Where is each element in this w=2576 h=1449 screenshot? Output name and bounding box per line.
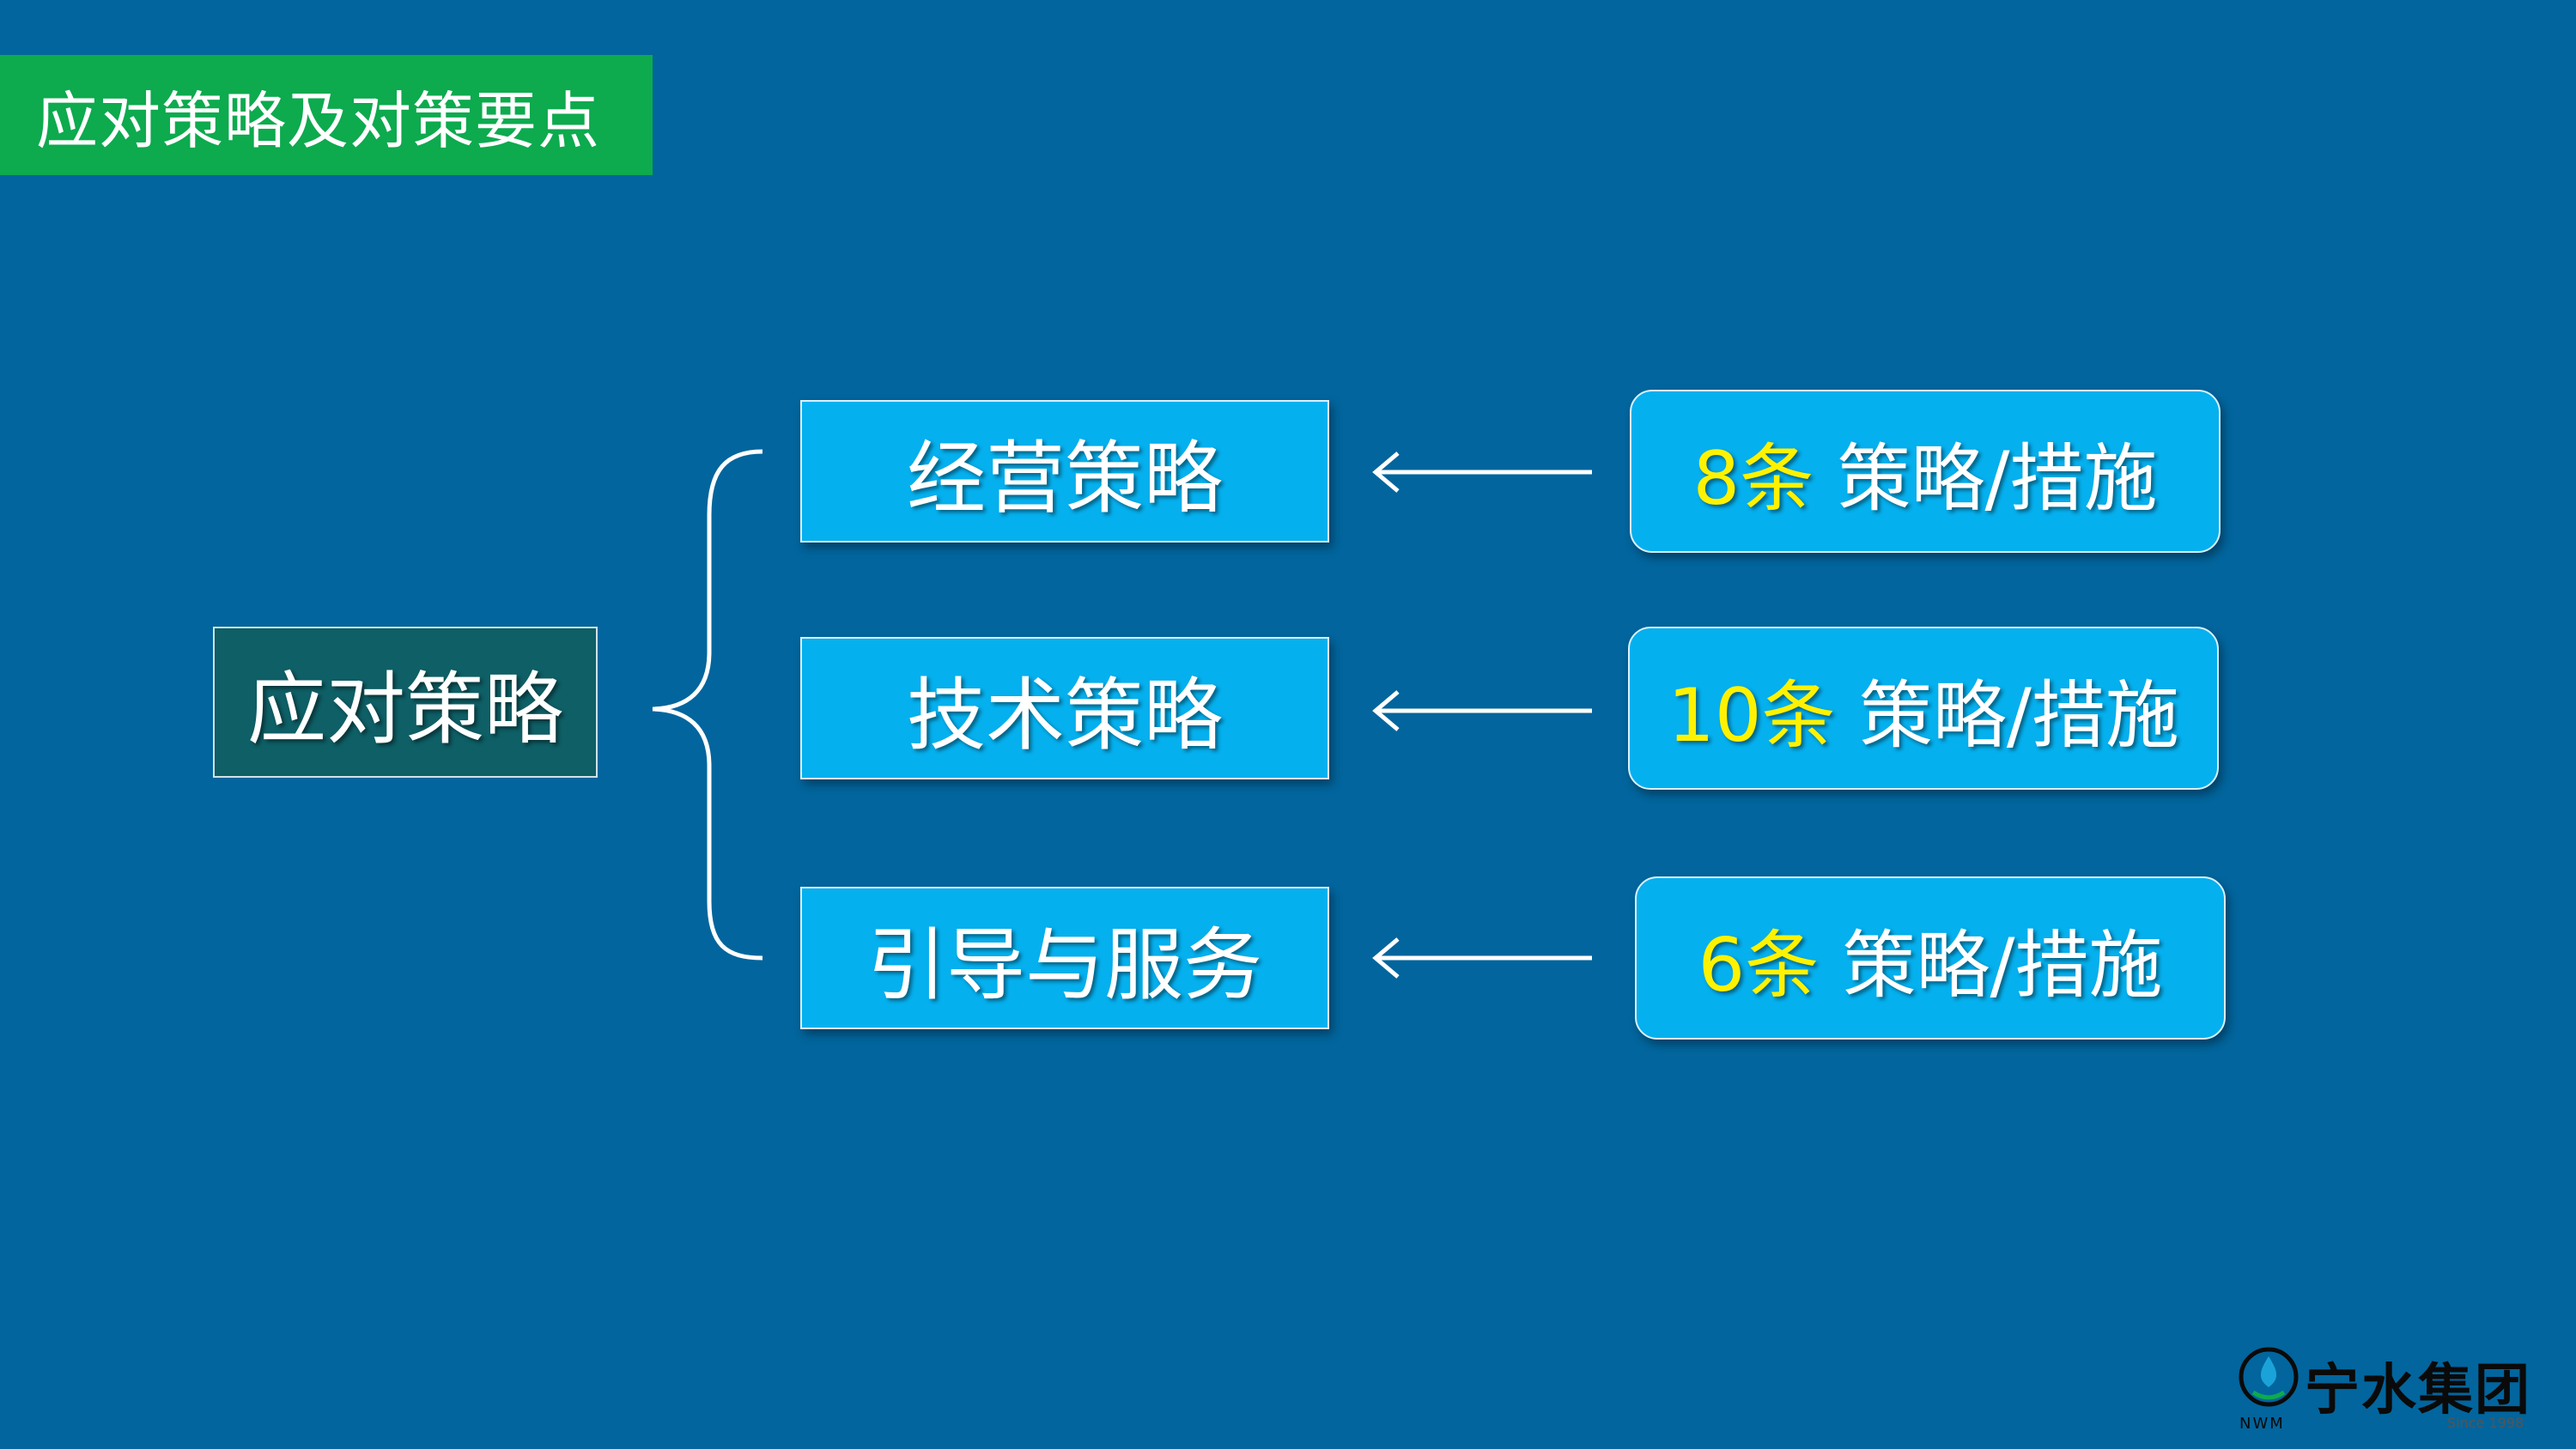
logo-name: 宁水集团 xyxy=(2305,1359,2531,1422)
count-node-operations: 8条 策略/措施 xyxy=(1630,390,2221,553)
slide-title: 应对策略及对策要点 xyxy=(36,84,601,157)
count-number: 10条 xyxy=(1668,672,1836,759)
category-node-guidance-service: 引导与服务 xyxy=(800,887,1329,1029)
count-suffix: 策略/措施 xyxy=(1819,922,2163,1009)
arrow-3 xyxy=(1372,937,1592,979)
category-label: 技术策略 xyxy=(906,669,1223,761)
count-node-guidance-service: 6条 策略/措施 xyxy=(1635,876,2226,1040)
logo-abbr: NWM xyxy=(2239,1415,2285,1433)
root-node-label: 应对策略 xyxy=(246,663,563,755)
category-label: 引导与服务 xyxy=(866,919,1262,1011)
brace xyxy=(652,449,763,961)
count-suffix: 策略/措施 xyxy=(1814,435,2158,522)
count-node-technical: 10条 策略/措施 xyxy=(1628,627,2219,790)
arrow-2 xyxy=(1372,690,1592,731)
category-node-operations: 经营策略 xyxy=(800,400,1329,543)
category-label: 经营策略 xyxy=(906,432,1223,524)
count-number: 6条 xyxy=(1698,922,1820,1009)
logo-tagline: Since 1998 xyxy=(2447,1415,2524,1431)
water-drop-logo-icon xyxy=(2239,1347,2299,1407)
company-logo: 宁水集团 NWM Since 1998 xyxy=(2234,1339,2543,1434)
count-number: 8条 xyxy=(1692,435,1814,522)
arrow-1 xyxy=(1372,452,1592,493)
slide-title-bar: 应对策略及对策要点 xyxy=(0,55,653,175)
category-node-technical: 技术策略 xyxy=(800,637,1329,779)
root-node: 应对策略 xyxy=(213,627,598,778)
count-suffix: 策略/措施 xyxy=(1835,672,2179,759)
